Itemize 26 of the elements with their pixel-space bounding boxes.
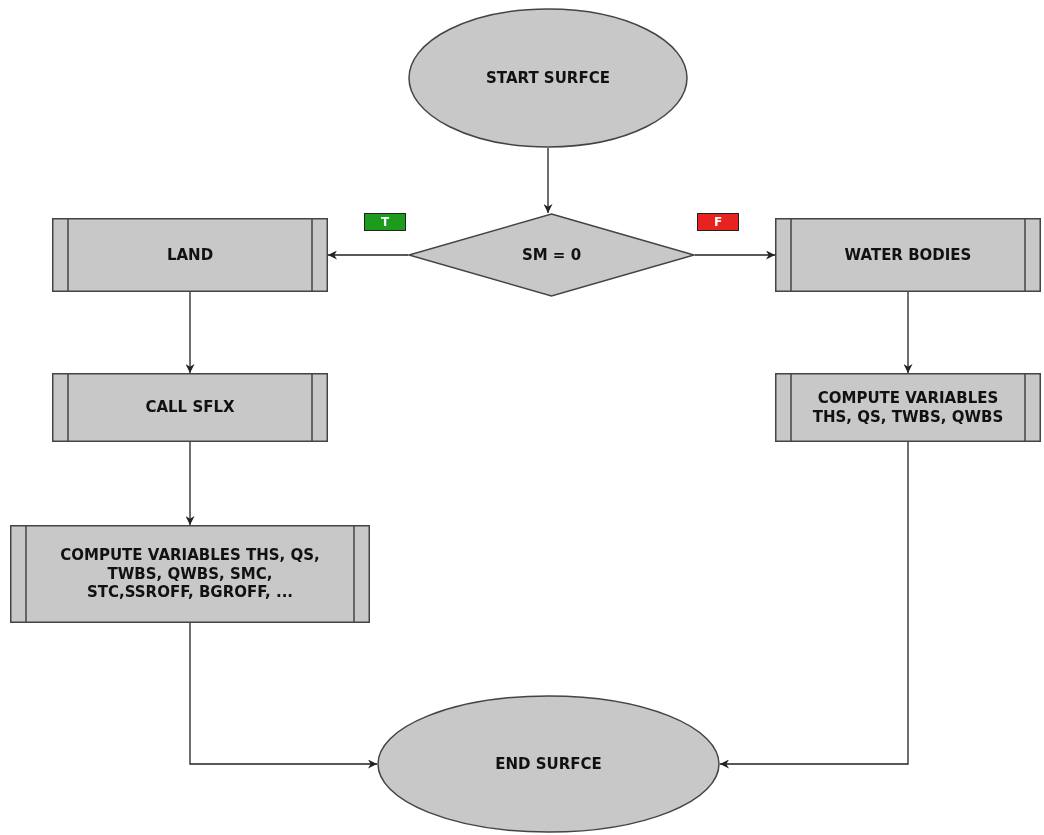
process-box xyxy=(52,218,328,292)
node-label: LAND xyxy=(166,245,214,265)
process-box xyxy=(10,525,370,623)
node-label: COMPUTE VARIABLES THS, QS, TWBS, QWBS xyxy=(811,388,1005,427)
arrow xyxy=(543,147,553,214)
node-label: COMPUTE VARIABLES THS, QS, TWBS, QWBS, SMC, STC,SSROFF, BGROFF, ... xyxy=(59,545,321,603)
node-label: END SURFCE xyxy=(495,754,602,774)
node-label: CALL SFLX xyxy=(145,398,235,417)
process-box xyxy=(775,218,1041,292)
arrow xyxy=(185,291,195,374)
process-box xyxy=(775,373,1041,442)
terminal-ellipse xyxy=(377,695,720,833)
node-label: START SURFCE xyxy=(486,68,610,88)
arrow xyxy=(185,441,195,526)
terminal-ellipse xyxy=(408,8,688,148)
arrow xyxy=(327,250,409,260)
process-box xyxy=(52,373,328,442)
arrow xyxy=(719,441,909,769)
arrow xyxy=(694,250,776,260)
arrow xyxy=(903,291,913,374)
edge-label: T xyxy=(364,213,406,231)
edge-label: F xyxy=(697,213,739,231)
arrow xyxy=(189,622,378,769)
node-label: WATER BODIES xyxy=(844,245,972,265)
decision-diamond xyxy=(408,213,695,297)
node-label: SM = 0 xyxy=(521,245,582,265)
